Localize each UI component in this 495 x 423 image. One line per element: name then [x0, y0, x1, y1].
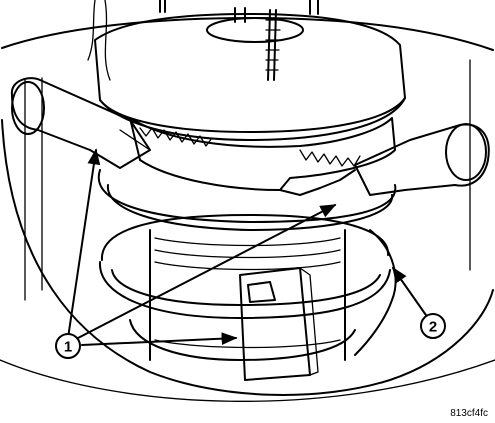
compressor-arm-right: [354, 123, 490, 196]
callout-1-label: 1: [64, 339, 72, 356]
compressor-arm-left: [10, 77, 151, 169]
callout-2-label: 2: [429, 319, 437, 336]
leader-lines: [67, 148, 429, 346]
compressor-clamp-front: [239, 267, 319, 381]
coil-spring: [97, 169, 397, 361]
figure-id: 813cf4fc: [450, 408, 488, 419]
callout-2: 2: [420, 313, 446, 339]
strut-body: [149, 229, 346, 361]
upper-strut-mount: [87, 0, 406, 141]
callout-1: 1: [55, 333, 81, 359]
spring-seat: [129, 117, 396, 196]
